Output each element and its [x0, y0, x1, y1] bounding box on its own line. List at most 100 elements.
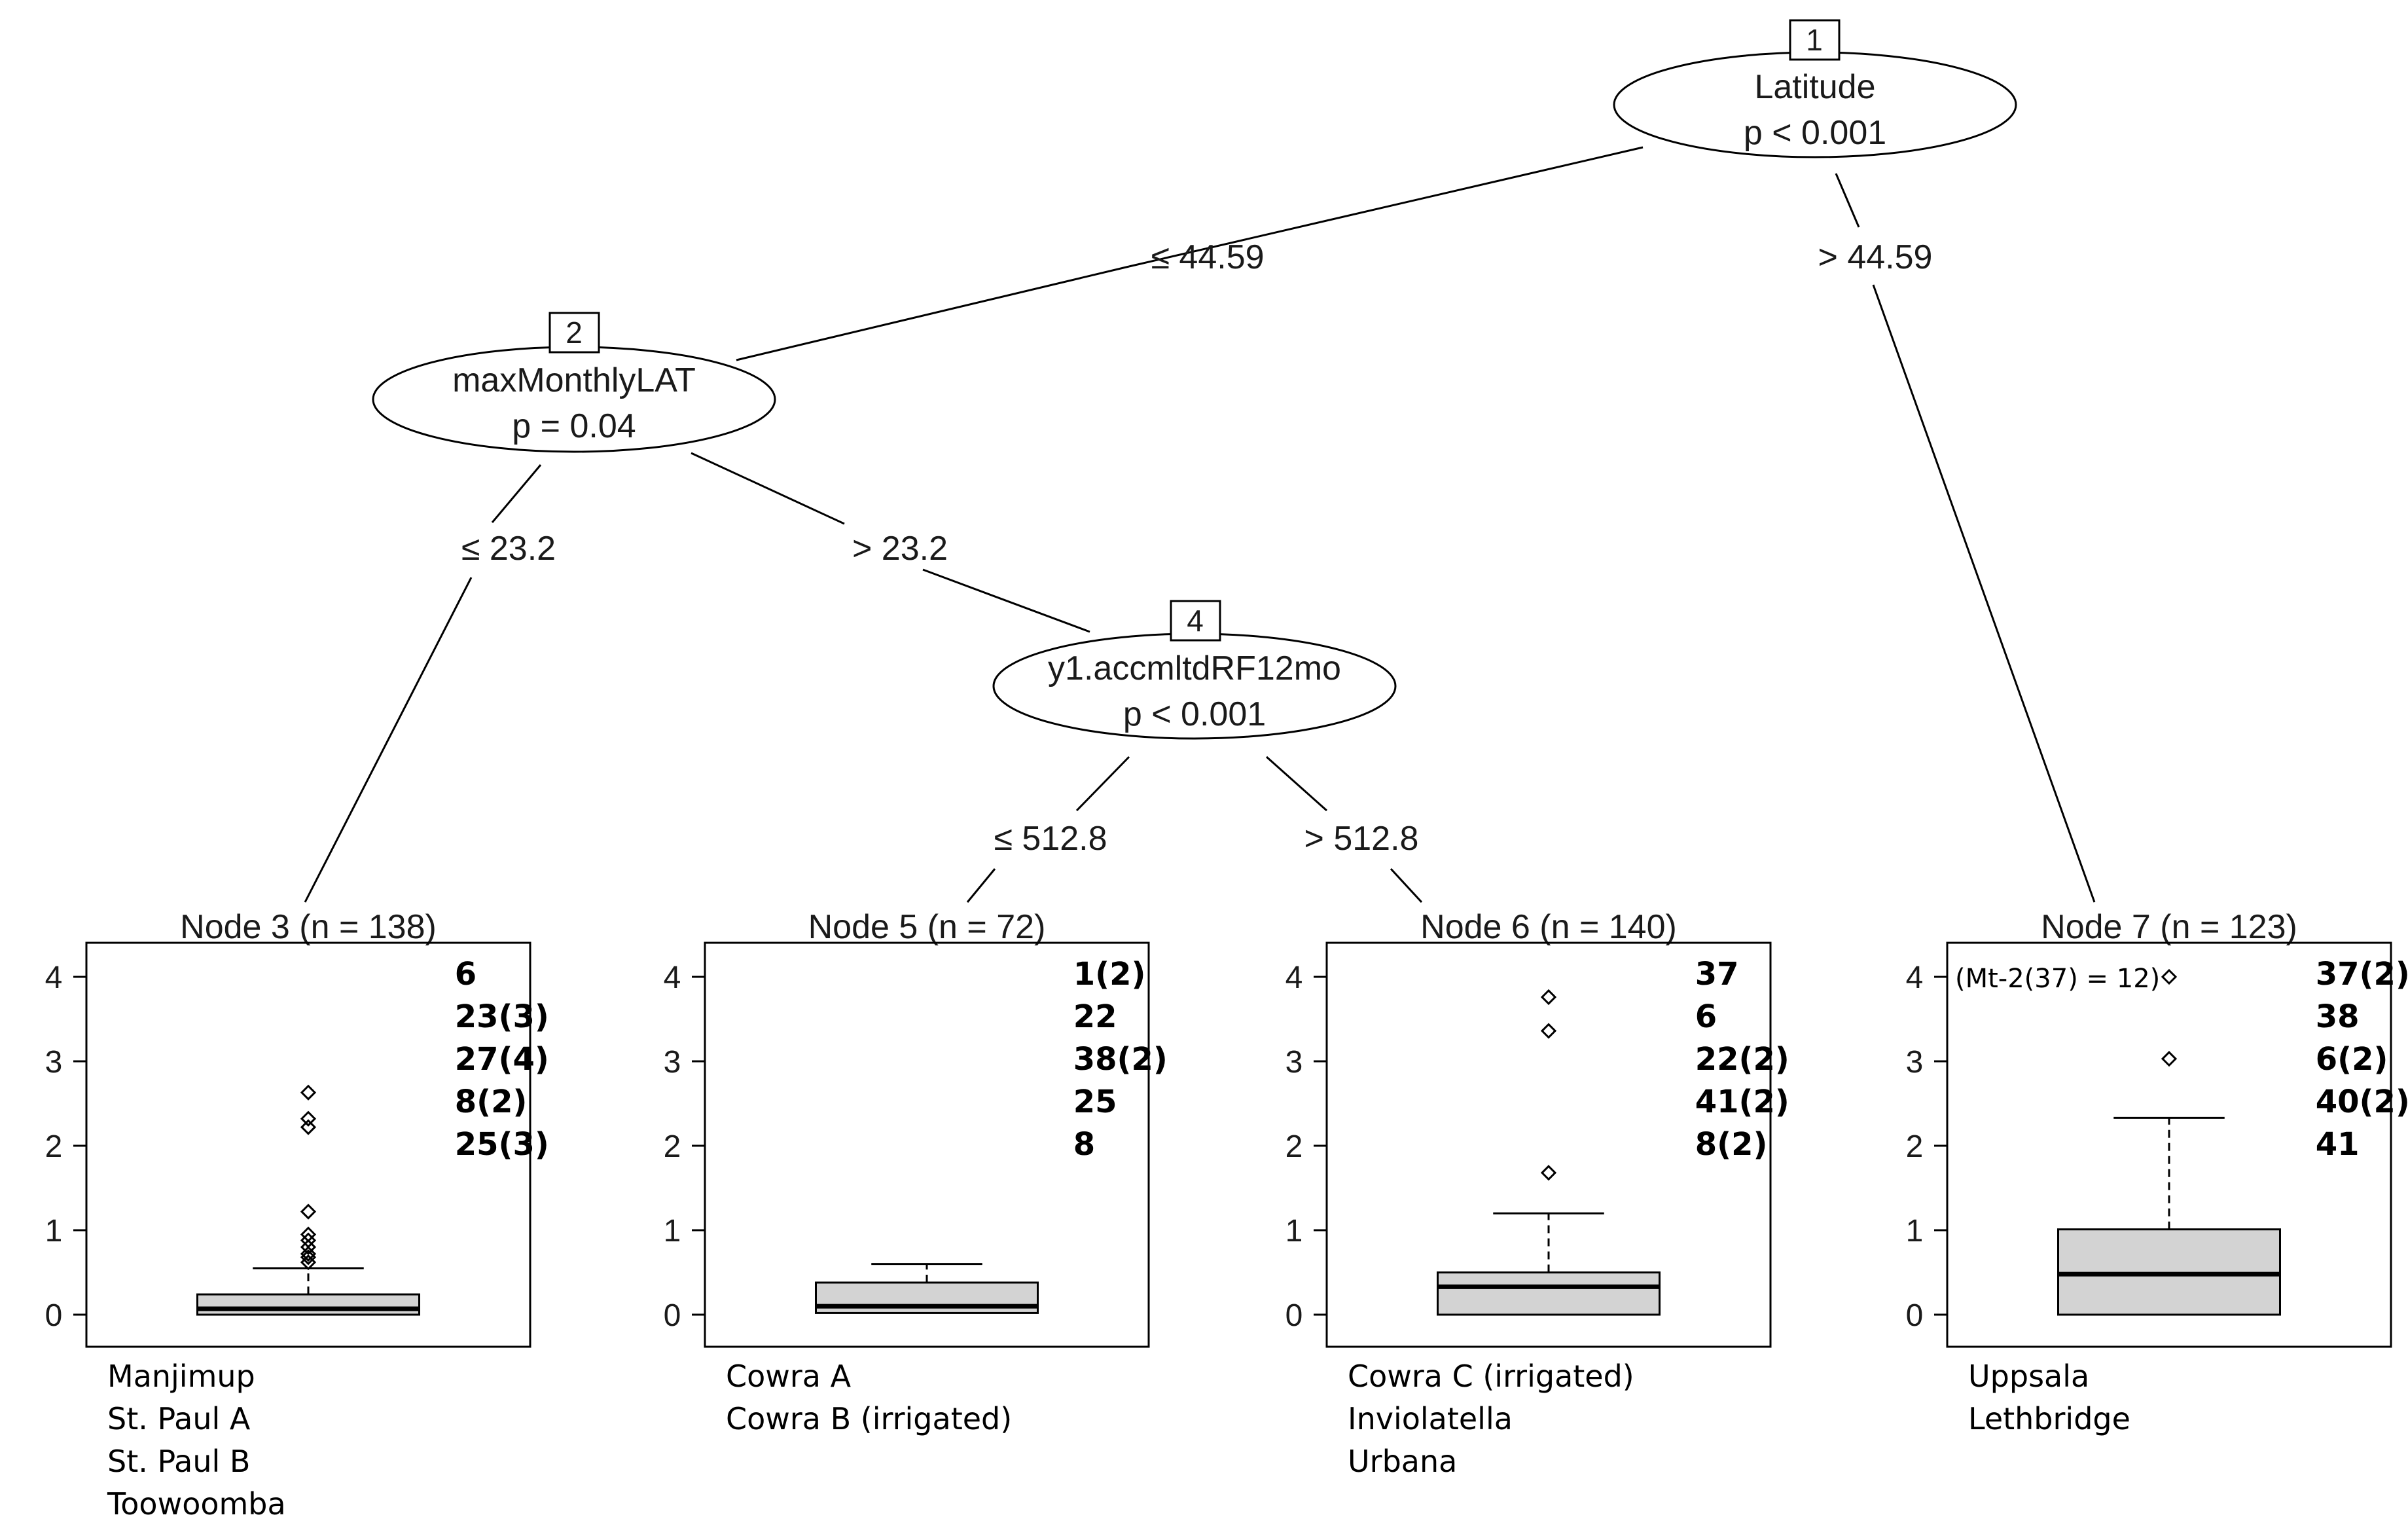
site-name: Urbana — [1348, 1444, 1457, 1479]
genotype-count: 41(2) — [1695, 1084, 1789, 1120]
y-axis-tick-label: 4 — [1285, 960, 1303, 995]
edge-1-right-upper — [1835, 173, 1860, 228]
outlier-point — [2161, 1051, 2178, 1067]
terminal-panels: Node 3 (n = 138) 0 1 2 3 4 6 23(3) 27(4) 8(2) 25(3… — [45, 908, 2408, 1522]
y-axis-tick-label: 4 — [664, 960, 681, 995]
genotype-count: 8(2) — [455, 1084, 528, 1120]
y-axis-tick-label: 3 — [1906, 1045, 1924, 1080]
genotype-count: 8 — [1073, 1126, 1095, 1163]
edge-1-left-upper — [1128, 146, 1644, 268]
edge-4-left-lower — [966, 868, 996, 903]
genotype-count: 1(2) — [1073, 956, 1146, 993]
genotype-count: 40(2) — [2316, 1084, 2408, 1120]
inner-node-4-variable: y1.accmltdRF12mo — [1048, 649, 1341, 687]
edge-1-right-lower — [1872, 284, 2096, 903]
genotype-count: 8(2) — [1695, 1126, 1768, 1163]
genotype-count: 23(3) — [455, 998, 549, 1035]
outlier-point — [300, 1245, 317, 1262]
site-name: Inviolatella — [1348, 1401, 1513, 1436]
y-axis-tick-label: 0 — [1285, 1298, 1303, 1333]
edge-label-1-right: > 44.59 — [1818, 238, 1933, 276]
y-axis-tick-label: 1 — [45, 1214, 63, 1249]
y-axis-tick-label: 4 — [45, 960, 63, 995]
genotype-count: 38(2) — [1073, 1041, 1168, 1078]
outlier-point — [300, 1110, 317, 1127]
inner-node-1-pvalue: p < 0.001 — [1744, 114, 1886, 152]
outlier-point — [300, 1239, 317, 1255]
inner-node-2-variable: maxMonthlyLAT — [452, 361, 696, 399]
edge-4-right-lower — [1390, 867, 1423, 904]
site-name: Cowra A — [726, 1359, 852, 1394]
y-axis-tick-label: 2 — [1285, 1129, 1303, 1164]
site-name: Uppsala — [1968, 1359, 2089, 1394]
y-axis-tick-label: 0 — [1906, 1298, 1924, 1333]
site-name: Manjimup — [107, 1359, 255, 1394]
y-axis-tick-label: 3 — [664, 1045, 681, 1080]
outlier-point — [300, 1254, 317, 1271]
inner-node-1-id: 1 — [1806, 23, 1823, 57]
outlier-point — [300, 1203, 317, 1220]
edge-label-4-right: > 512.8 — [1304, 820, 1419, 858]
site-name: Toowoomba — [107, 1486, 286, 1522]
genotype-count: 6 — [1695, 998, 1717, 1035]
outlier-point — [300, 1232, 317, 1249]
genotype-count: 37(2) — [2316, 956, 2408, 993]
outlier-point — [2161, 968, 2178, 985]
terminal-node-title: Node 3 (n = 138) — [180, 908, 437, 946]
edge-label-1-left: ≤ 44.59 — [1151, 238, 1264, 276]
inner-node-2-pvalue: p = 0.04 — [512, 407, 636, 445]
edge-label-4-left: ≤ 512.8 — [994, 820, 1107, 858]
edge-1-left-lower — [736, 265, 1130, 361]
genotype-count: 38 — [2316, 998, 2360, 1035]
site-name: Cowra B (irrigated) — [726, 1401, 1012, 1436]
y-axis-tick-label: 4 — [1906, 960, 1924, 995]
edge-2-right-lower — [922, 568, 1090, 633]
genotype-count: 41 — [2316, 1126, 2360, 1163]
genotype-count: 27(4) — [455, 1041, 549, 1078]
outlier-point — [300, 1084, 317, 1101]
outlier-point — [1540, 989, 1557, 1006]
site-name: Lethbridge — [1968, 1401, 2130, 1436]
inner-node-2-id-box — [548, 312, 600, 354]
inner-node-4-pvalue: p < 0.001 — [1123, 695, 1266, 733]
inner-node-4-id-box — [1170, 600, 1221, 642]
inner-node-1-id-box — [1789, 19, 1841, 61]
edge-label-2-left: ≤ 23.2 — [461, 530, 556, 568]
edge-2-right-upper — [691, 452, 845, 525]
y-axis-tick-label: 2 — [45, 1129, 63, 1164]
y-axis-tick-label: 2 — [1906, 1129, 1924, 1164]
y-axis-tick-label: 0 — [664, 1298, 681, 1333]
edge-4-left-upper — [1075, 756, 1130, 812]
inner-node-4-id: 4 — [1187, 604, 1204, 638]
genotype-count: 25(3) — [455, 1126, 549, 1163]
y-axis-tick-label: 3 — [45, 1045, 63, 1080]
y-axis-tick-label: 1 — [1906, 1214, 1924, 1249]
edge-4-right-upper — [1266, 756, 1327, 812]
edge-2-left-lower — [304, 577, 473, 903]
edge-label-2-right: > 23.2 — [852, 530, 948, 568]
outlier-point — [300, 1119, 317, 1135]
site-name: St. Paul B — [107, 1444, 250, 1479]
genotype-count: 25 — [1073, 1084, 1117, 1120]
site-name: Cowra C (irrigated) — [1348, 1359, 1634, 1394]
genotype-count: 6 — [455, 956, 476, 993]
site-name: St. Paul A — [107, 1401, 251, 1436]
terminal-node-note: (Mt-2(37) = 12) — [1955, 964, 2160, 994]
inner-node-2-id: 2 — [566, 316, 583, 350]
genotype-count: 22(2) — [1695, 1041, 1789, 1078]
outlier-point — [1540, 1023, 1557, 1039]
y-axis-tick-label: 2 — [664, 1129, 681, 1164]
y-axis-tick-label: 1 — [1285, 1214, 1303, 1249]
genotype-count: 37 — [1695, 956, 1739, 993]
box-iqr — [196, 1293, 420, 1316]
y-axis-tick-label: 0 — [45, 1298, 63, 1333]
outlier-point — [300, 1226, 317, 1243]
outlier-point — [1540, 1165, 1557, 1181]
terminal-node-title: Node 5 (n = 72) — [808, 908, 1046, 946]
box-iqr — [1437, 1271, 1661, 1316]
terminal-node-title: Node 7 (n = 123) — [2041, 908, 2297, 946]
genotype-count: 6(2) — [2316, 1041, 2388, 1078]
inner-node-1-variable: Latitude — [1754, 68, 1875, 106]
genotype-count: 22 — [1073, 998, 1117, 1035]
